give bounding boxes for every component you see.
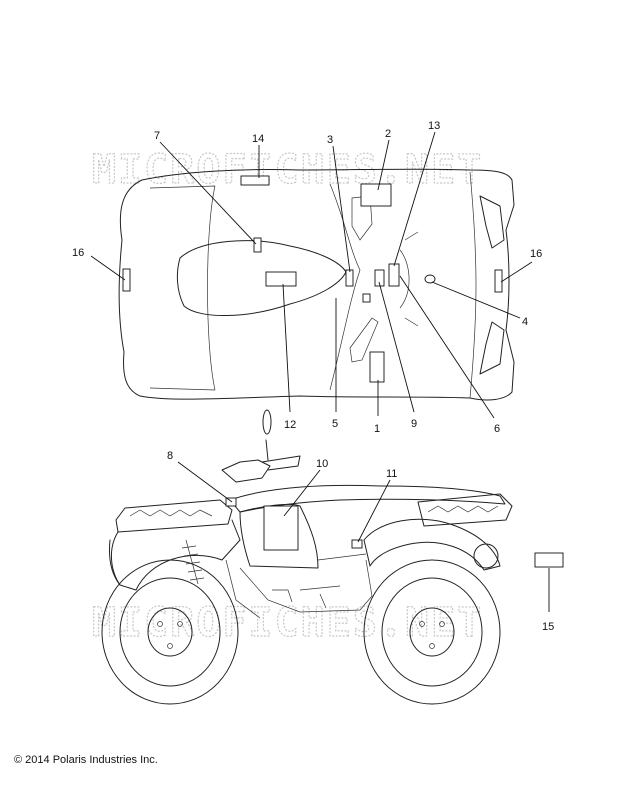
decal-13 [388,263,400,287]
callout-12: 12 [284,419,296,431]
callout-11: 11 [386,468,397,480]
decal-2 [360,183,392,207]
decal-10 [263,505,299,551]
atv-side-view [101,409,564,705]
callout-10: 10 [316,458,328,470]
copyright-text: © 2014 Polaris Industries Inc. [14,754,158,766]
decal-12 [265,271,297,287]
callout-8: 8 [167,450,173,462]
decal-15 [534,552,564,568]
callout-labels: 7 14 3 2 13 16 16 4 12 5 1 9 6 8 10 11 1… [72,120,554,633]
callout-14: 14 [252,133,264,145]
callout-16-left: 16 [72,247,84,259]
decal-16-left [122,268,131,292]
callout-7: 7 [154,130,160,142]
callout-15: 15 [542,621,554,633]
callout-4: 4 [522,316,528,328]
decal-3 [345,269,354,287]
callout-6: 6 [494,423,500,435]
callout-2: 2 [385,128,391,140]
atv-top-view [90,131,533,419]
callout-1: 1 [374,423,380,435]
callout-9: 9 [411,418,417,430]
callout-5: 5 [332,418,338,430]
decal-11 [351,539,363,549]
decal-16-right [494,269,503,293]
decal-14 [240,175,270,186]
decal-7 [253,237,262,253]
decal-5 [362,293,371,303]
decal-4 [424,274,436,284]
callout-16-right: 16 [530,248,542,260]
callout-13: 13 [428,120,440,132]
decal-9 [374,269,385,287]
callout-3: 3 [327,134,333,146]
decal-8 [225,497,237,507]
decal-1 [369,351,385,383]
